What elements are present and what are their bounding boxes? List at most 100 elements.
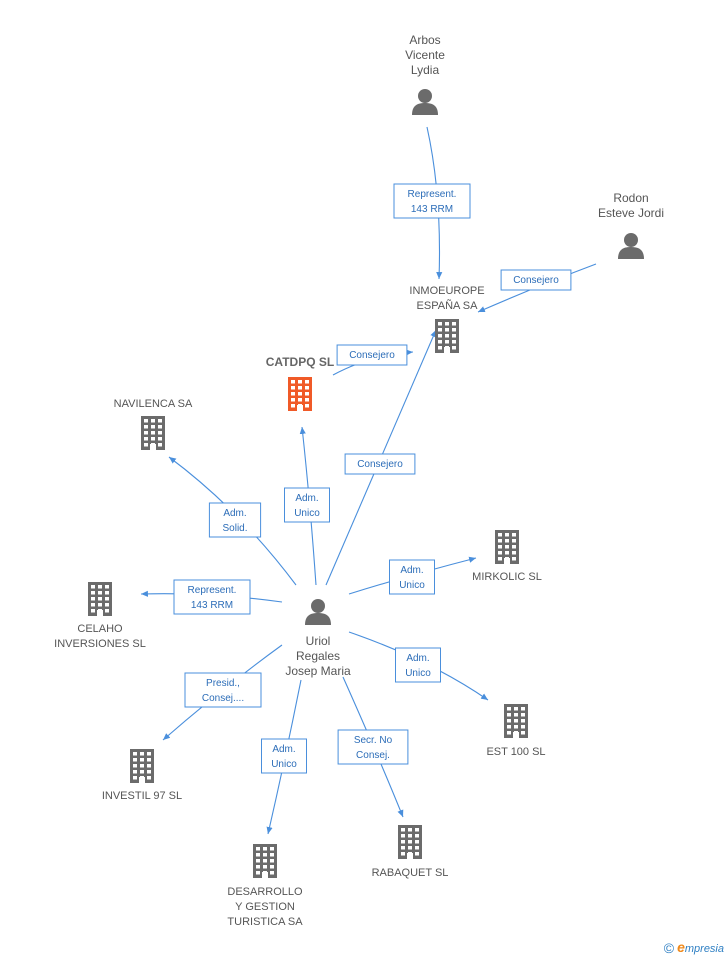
node-label: INMOEUROPE bbox=[409, 285, 484, 297]
edge-uriol-to-catdpq: Adm.Unico bbox=[284, 426, 330, 586]
edge-label-box[interactable]: Consejero bbox=[344, 453, 416, 475]
edge-label-box[interactable]: Adm.Unico bbox=[395, 647, 441, 683]
edge-label-text: 143 RRM bbox=[191, 600, 233, 611]
brand-logo-text: mpresia bbox=[684, 943, 724, 955]
edge-arbos-to-inmoeurope: Represent. 143 RRM bbox=[393, 126, 471, 280]
node-label: Vicente bbox=[405, 48, 445, 62]
node-label: EST 100 SL bbox=[486, 746, 545, 758]
edge-label-box[interactable]: Adm. Solid. bbox=[208, 502, 262, 538]
edge-label-frame bbox=[261, 738, 307, 774]
edge-label-text: Secr. No bbox=[354, 735, 393, 746]
node-label: ESPAÑA SA bbox=[417, 299, 479, 312]
footer-brand: © empresia bbox=[664, 939, 724, 956]
edge-label-frame bbox=[336, 344, 408, 366]
node-label: INVESTIL 97 SL bbox=[102, 790, 182, 802]
edge-label-text: Unico bbox=[294, 508, 320, 519]
building-icon bbox=[88, 582, 112, 616]
edge-label-frame bbox=[208, 502, 262, 538]
building-icon bbox=[141, 416, 165, 450]
edge-label-frame bbox=[337, 729, 409, 765]
edge-label-box[interactable]: Consejero bbox=[336, 344, 408, 366]
node-label: Lydia bbox=[411, 63, 440, 77]
edge-label-text: Consej.... bbox=[202, 693, 244, 704]
edge-uriol-to-rabaquet: Secr. No Consej. bbox=[337, 676, 409, 818]
edge-label-text: Adm. bbox=[400, 565, 423, 576]
brand-logo-initial: e bbox=[677, 939, 685, 955]
edge-uriol-to-mirkolic: Adm. Unico bbox=[348, 556, 477, 595]
edge-uriol-to-est100: Adm.Unico bbox=[348, 631, 489, 701]
edge-label-frame bbox=[184, 672, 262, 708]
edge-label-frame bbox=[173, 579, 251, 615]
edge-catdpq-to-inmoeurope: Consejero bbox=[332, 344, 414, 376]
node-label: Esteve Jordi bbox=[598, 206, 664, 220]
edge-label-text: Solid. bbox=[222, 523, 247, 534]
node-mirkolic[interactable]: MIRKOLIC SL bbox=[472, 530, 542, 583]
copyright-symbol: © bbox=[663, 940, 675, 956]
person-icon bbox=[305, 599, 331, 625]
edge-label-box[interactable]: Adm. Unico bbox=[261, 738, 307, 774]
node-investil[interactable]: INVESTIL 97 SL bbox=[102, 749, 182, 802]
edge-label-text: Consejero bbox=[349, 350, 395, 361]
edge-label-text: Unico bbox=[405, 668, 431, 679]
edge-label-text: Unico bbox=[399, 580, 425, 591]
edge-label-frame bbox=[500, 269, 572, 291]
node-label: Josep Maria bbox=[285, 664, 351, 678]
edge-rodon-to-inmoeurope: Consejero bbox=[477, 263, 597, 313]
building-icon bbox=[435, 319, 459, 353]
node-label: Y GESTION bbox=[235, 901, 295, 913]
edge-label-frame bbox=[284, 487, 330, 523]
edge-label-text: 143 RRM bbox=[411, 204, 453, 215]
node-inmoeurope[interactable]: INMOEUROPE ESPAÑA SA bbox=[409, 285, 485, 353]
edge-label-text: Adm. bbox=[223, 508, 246, 519]
node-label: CATDPQ SL bbox=[266, 355, 334, 369]
edge-label-frame bbox=[395, 647, 441, 683]
edge-label-text: Presid., bbox=[206, 678, 240, 689]
building-icon bbox=[398, 825, 422, 859]
edge-label-text: Adm. bbox=[272, 744, 295, 755]
edge-label-box[interactable]: Presid., Consej.... bbox=[184, 672, 262, 708]
node-label: INVERSIONES SL bbox=[54, 638, 146, 650]
person-icon bbox=[412, 89, 438, 115]
node-rabaquet[interactable]: RABAQUET SL bbox=[372, 825, 449, 879]
node-label: Rodon bbox=[613, 191, 648, 205]
node-navilenca[interactable]: NAVILENCA SA bbox=[114, 398, 193, 450]
person-icon bbox=[618, 233, 644, 259]
node-label: DESARROLLO bbox=[227, 886, 303, 898]
edge-label-box[interactable]: Represent. 143 RRM bbox=[173, 579, 251, 615]
building-icon bbox=[504, 704, 528, 738]
node-label: TURISTICA SA bbox=[227, 916, 303, 928]
node-est100[interactable]: EST 100 SL bbox=[486, 704, 546, 758]
node-label: Regales bbox=[296, 649, 340, 663]
building-icon bbox=[288, 377, 312, 411]
edge-uriol-to-investil: Presid., Consej.... bbox=[162, 644, 283, 741]
node-label: Arbos bbox=[409, 33, 440, 47]
node-desarrollo[interactable]: DESARROLLO Y GESTION TURISTICA SA bbox=[227, 844, 303, 928]
edge-label-frame bbox=[344, 453, 416, 475]
edge-label-text: Represent. bbox=[188, 585, 237, 596]
node-label: MIRKOLIC SL bbox=[472, 571, 542, 583]
node-catdpq[interactable]: CATDPQ SL bbox=[266, 355, 334, 411]
building-icon bbox=[495, 530, 519, 564]
edges-layer: Represent.143 RRMConsejeroConsejeroConse… bbox=[140, 126, 597, 835]
edge-uriol-to-celaho: Represent. 143 RRM bbox=[140, 579, 283, 615]
edge-label-box[interactable]: Consejero bbox=[500, 269, 572, 291]
edge-label-box[interactable]: Adm.Unico bbox=[284, 487, 330, 523]
node-label: NAVILENCA SA bbox=[114, 398, 193, 410]
edge-label-text: Consej. bbox=[356, 750, 390, 761]
edge-label-text: Represent. bbox=[408, 189, 457, 200]
edge-label-box[interactable]: Adm. Unico bbox=[389, 559, 435, 595]
edge-label-box[interactable]: Secr. No Consej. bbox=[337, 729, 409, 765]
edge-uriol-to-desarrollo: Adm. Unico bbox=[261, 679, 307, 835]
node-label: RABAQUET SL bbox=[372, 867, 449, 879]
edge-uriol-to-navilenca: Adm. Solid. bbox=[168, 456, 297, 586]
node-celaho[interactable]: CELAHO INVERSIONES SL bbox=[54, 582, 146, 650]
node-label: CELAHO bbox=[77, 623, 123, 635]
edge-label-box[interactable]: Represent. 143 RRM bbox=[393, 183, 471, 219]
edge-label-text: Consejero bbox=[357, 459, 403, 470]
edge-label-text: Unico bbox=[271, 759, 297, 770]
